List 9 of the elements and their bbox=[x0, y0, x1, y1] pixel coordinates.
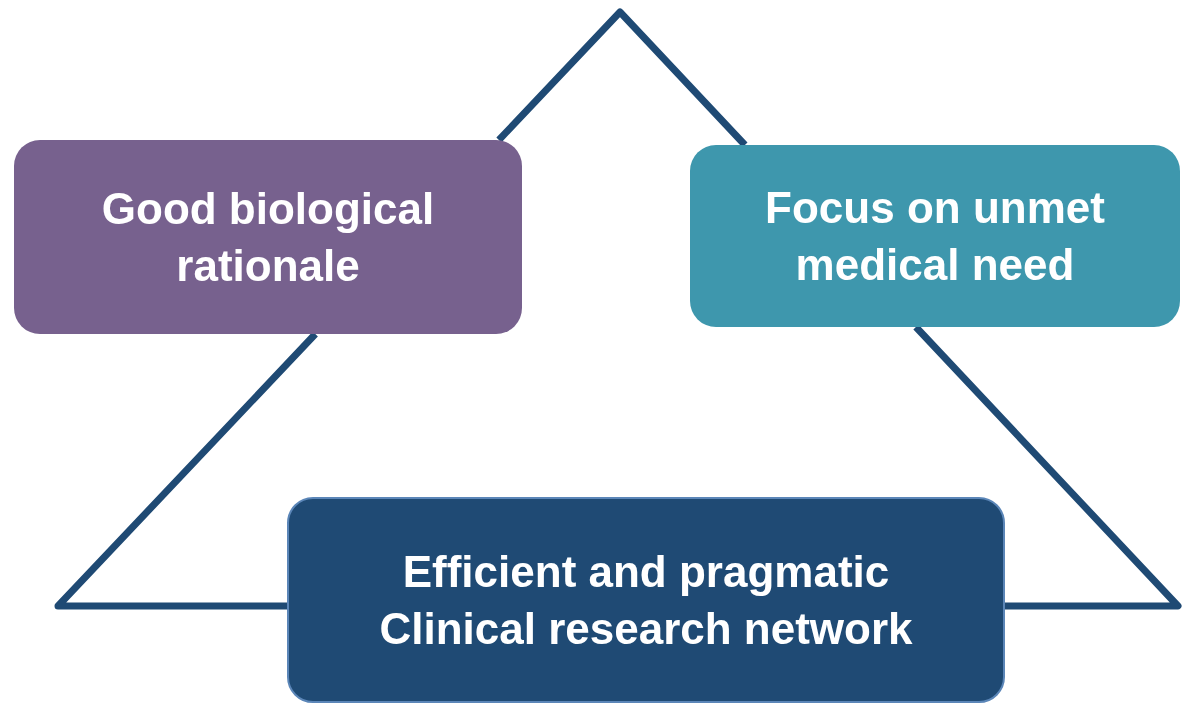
connector-line bbox=[913, 324, 1182, 610]
rounded-box bbox=[690, 145, 1180, 327]
rounded-box bbox=[287, 497, 1005, 703]
box-label: Efficient and pragmatic Clinical research network bbox=[378, 545, 914, 655]
rounded-box bbox=[14, 140, 522, 334]
connector-line bbox=[54, 331, 318, 610]
box-label: Focus on unmet medical need bbox=[764, 181, 1106, 291]
box-label: Good biological rationale bbox=[100, 182, 436, 292]
connector-line bbox=[496, 8, 748, 148]
